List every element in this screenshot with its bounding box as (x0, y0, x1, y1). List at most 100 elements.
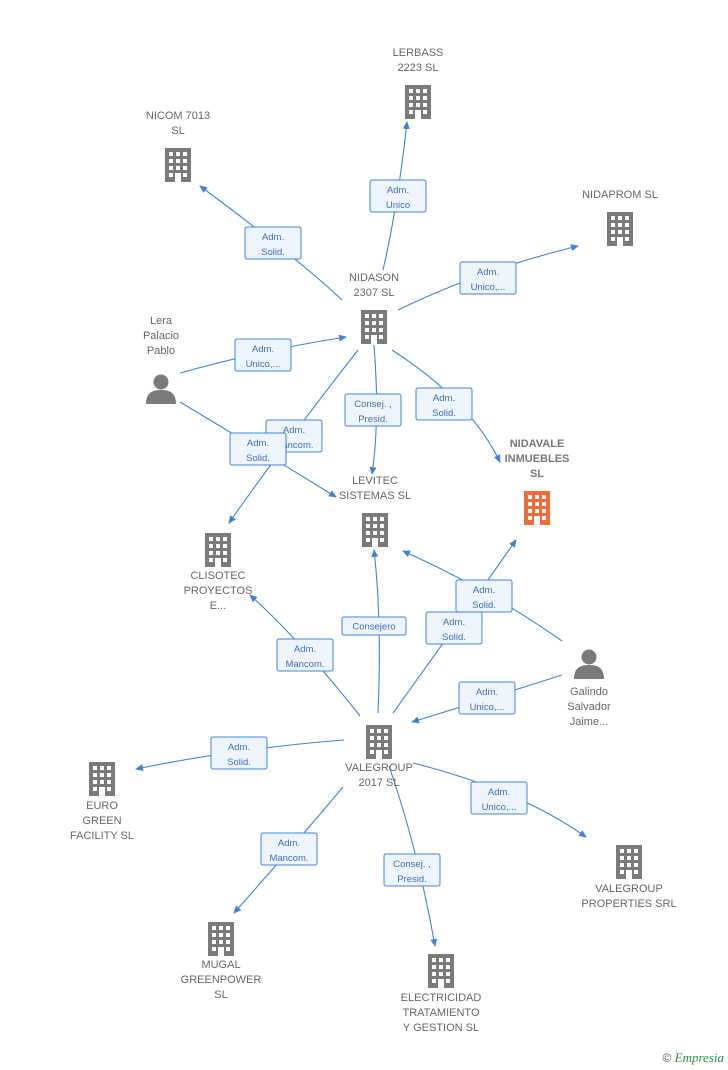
relation-label[interactable]: Adm.Solid. (455, 579, 513, 613)
relation-label-text: Adm. (262, 232, 284, 243)
node-euro[interactable]: EURO GREEN FACILITY SL (70, 762, 134, 842)
relation-label-text: Adm. (252, 344, 274, 355)
node-label: TRATAMIENTO (403, 1007, 480, 1019)
relation-label-text: Unico (386, 200, 410, 211)
node-label: PROYECTOS (184, 585, 253, 597)
node-label: GREEN (82, 815, 121, 827)
node-label: SL (530, 468, 544, 480)
node-label: SISTEMAS SL (339, 490, 411, 502)
relation-label-text: Adm. (443, 617, 465, 628)
relation-label[interactable]: Adm. Unico,... (458, 681, 516, 715)
relation-label[interactable]: Adm. Unico (369, 179, 427, 213)
relation-label-text: Presid. (358, 414, 388, 425)
relation-label[interactable]: Consej. ,Presid. (383, 853, 441, 887)
node-clisotec[interactable]: CLISOTEC PROYECTOS E... (184, 533, 253, 612)
relation-label[interactable]: Adm. Unico,... (459, 261, 517, 295)
building-icon (205, 533, 231, 567)
relation-label-text: Mancom. (274, 440, 313, 451)
person-icon (146, 374, 176, 404)
node-label: SL (214, 989, 227, 1001)
node-label: 2017 SL (359, 777, 400, 789)
node-label: Salvador (567, 701, 611, 713)
node-levitec[interactable]: LEVITEC SISTEMAS SL (339, 475, 411, 547)
node-label: Jaime... (570, 716, 609, 728)
node-label: NIDASON (349, 272, 399, 284)
node-nidaprom[interactable]: NIDAPROM SL (582, 189, 658, 246)
relation-label[interactable]: Adm.Unico,... (470, 781, 528, 815)
relation-label[interactable]: Adm. Solid. (244, 226, 302, 260)
relation-label[interactable]: Adm. Unico,... (234, 338, 292, 372)
node-label: CLISOTEC (190, 570, 245, 582)
relation-label[interactable]: Consej. , Presid. (344, 393, 402, 427)
node-valegroup[interactable]: VALEGROUP 2017 SL (345, 725, 413, 789)
relation-label-text: Adm. (278, 838, 300, 849)
relation-label[interactable]: Adm.Mancom. (260, 832, 318, 866)
node-nidason[interactable]: NIDASON 2307 SL (349, 272, 399, 344)
relation-label-text: Adm. (433, 393, 455, 404)
node-lerbass[interactable]: LERBASS 2223 SL (393, 47, 444, 119)
relation-label-text: Adm. (477, 267, 499, 278)
relation-label-text: Consej. , (354, 399, 392, 410)
relation-label-text: Unico,... (246, 359, 281, 370)
relation-label-text: Adm. (387, 185, 409, 196)
node-label: VALEGROUP (595, 883, 663, 895)
building-icon (616, 845, 642, 879)
relation-label[interactable]: Consejero (341, 616, 407, 636)
node-label: MUGAL (201, 959, 240, 971)
node-label: SL (171, 125, 184, 137)
node-label: Palacio (143, 330, 179, 342)
relation-label-text: Adm. (247, 438, 269, 449)
relation-label-text: Adm. (228, 742, 250, 753)
relation-label[interactable]: Adm. Mancom. (276, 638, 334, 672)
relation-label-text: Unico,... (470, 702, 505, 713)
relation-label[interactable]: Adm. Solid. (229, 432, 287, 466)
building-icon (607, 212, 633, 246)
person-icon (574, 649, 604, 679)
credit: © Empresia (662, 1050, 724, 1066)
building-icon (428, 954, 454, 988)
relation-label-text: Solid. (432, 408, 456, 419)
relation-label-text: Consejero (352, 622, 395, 633)
node-label: FACILITY SL (70, 830, 134, 842)
node-label: 2223 SL (398, 62, 439, 74)
relation-label-text: Presid. (397, 874, 427, 885)
relation-label-text: Adm. (476, 687, 498, 698)
building-icon (165, 148, 191, 182)
relation-label-text: Adm. (294, 644, 316, 655)
node-label: VALEGROUP (345, 762, 413, 774)
copyright-icon: © (662, 1051, 672, 1065)
relation-label-text: Unico,... (471, 282, 506, 293)
building-icon (366, 725, 392, 759)
relation-label-text: Solid. (227, 757, 251, 768)
relation-label[interactable]: Adm. Solid. (210, 736, 268, 770)
building-icon (524, 491, 550, 525)
relation-label[interactable]: Adm. Solid. (425, 611, 483, 645)
node-label: LEVITEC (352, 475, 398, 487)
node-label: NIDAPROM SL (582, 189, 658, 201)
relation-label-text: Mancom. (285, 659, 324, 670)
node-label: EURO (86, 800, 118, 812)
node-label: LERBASS (393, 47, 444, 59)
relation-label-text: Solid. (261, 247, 285, 258)
node-label: 2307 SL (354, 287, 395, 299)
building-icon (405, 85, 431, 119)
relation-label-text: Solid. (442, 632, 466, 643)
relation-label-text: Solid. (246, 453, 270, 464)
node-label: E... (210, 600, 227, 612)
building-icon (89, 762, 115, 796)
node-label: NIDAVALE (510, 438, 565, 450)
relation-label-text: Adm. (283, 425, 305, 436)
node-galindo[interactable]: GalindoSalvadorJaime... (567, 649, 611, 729)
building-icon (362, 513, 388, 547)
node-label: Pablo (147, 345, 175, 357)
relation-label-text: Solid. (472, 600, 496, 611)
relation-label[interactable]: Adm. Solid. (415, 387, 473, 421)
node-label: NICOM 7013 (146, 110, 210, 122)
